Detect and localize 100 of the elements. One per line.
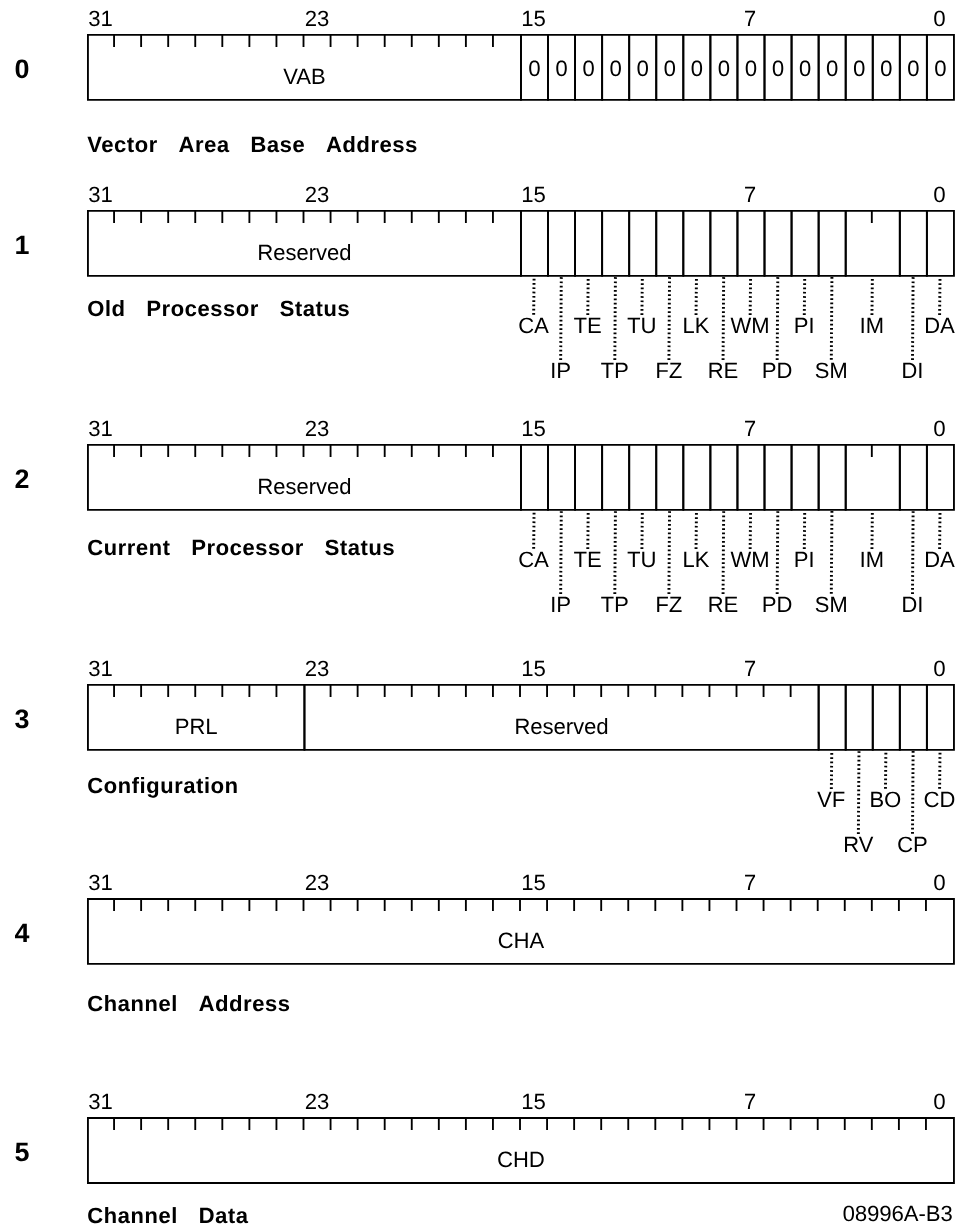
leader-line — [559, 510, 563, 594]
bit-cell — [628, 444, 658, 511]
bit-cell: 0 — [844, 34, 874, 101]
bit-number: 7 — [745, 10, 756, 26]
bit-label: SM — [815, 362, 846, 379]
bit-label: DA — [926, 551, 955, 567]
bit-cell — [763, 444, 793, 511]
bit-number: 0 — [934, 186, 945, 203]
register-title: Configuration — [88, 777, 237, 798]
bit-cell — [547, 444, 576, 511]
register-field: CHD — [87, 1116, 955, 1184]
bit-label: FZ — [657, 596, 682, 612]
register-title: Old Processor Status — [88, 300, 349, 317]
bit-number: 15 — [522, 420, 545, 437]
register-field: CHA — [87, 897, 955, 965]
leader-line — [694, 510, 698, 549]
register-field: Reserved — [87, 209, 522, 277]
leader-line — [829, 750, 834, 789]
bit-cell — [790, 444, 820, 511]
bit-cell — [547, 210, 576, 277]
bit-cell — [520, 444, 549, 511]
bit-label: VF — [817, 791, 845, 807]
leader-line — [640, 276, 644, 315]
leader-line — [938, 750, 942, 789]
register-title: Channel Data — [88, 1207, 249, 1224]
bit-number: 7 — [745, 420, 756, 436]
bit-cell — [601, 444, 631, 511]
bit-cell — [844, 684, 874, 751]
leader-line — [802, 510, 807, 549]
leader-line — [775, 510, 780, 594]
leader-line — [667, 276, 671, 360]
bit-cell: 0 — [709, 34, 739, 101]
bit-label: TP — [601, 362, 628, 378]
bit-cell: 0 — [763, 34, 793, 101]
register-number: 0 — [15, 59, 29, 79]
bit-label: TU — [627, 317, 655, 334]
bit-cell — [925, 444, 955, 511]
leader-line — [586, 510, 590, 549]
bit-cell — [628, 210, 658, 277]
bit-label: PD — [763, 596, 792, 612]
bit-label: PD — [763, 362, 792, 378]
leader-line — [870, 510, 874, 549]
bit-cell — [925, 210, 955, 277]
register-number: 2 — [15, 469, 29, 488]
bit-label: DI — [903, 362, 922, 378]
bit-label: RE — [709, 596, 738, 612]
bit-cell: 0 — [520, 34, 549, 101]
bit-label: LK — [684, 551, 710, 567]
bit-cell — [736, 210, 766, 277]
register-number: 1 — [16, 235, 29, 254]
bit-label: IM — [861, 317, 883, 333]
bit-cell: 0 — [655, 34, 685, 101]
bit-cell — [817, 444, 847, 511]
figure-code: 08996A-B3 — [843, 1205, 952, 1222]
bit-cell: 0 — [790, 34, 820, 101]
bit-cell — [709, 210, 739, 277]
bit-cell — [871, 684, 901, 751]
bit-label: RE — [709, 362, 738, 378]
bit-number: 0 — [934, 660, 945, 677]
register-title: Channel Address — [88, 995, 290, 1012]
leader-line — [721, 510, 726, 594]
bit-cell — [844, 209, 901, 277]
bit-label: TP — [601, 596, 628, 612]
bit-label: FZ — [657, 362, 682, 378]
leader-line — [802, 276, 807, 315]
bit-cell: 0 — [925, 34, 955, 101]
bit-label: TU — [627, 551, 655, 568]
bit-label: SM — [815, 596, 846, 613]
register-title: Current Processor Status — [88, 539, 394, 556]
register-field: PRL — [87, 683, 306, 751]
bit-cell — [709, 444, 739, 511]
bit-cell: 0 — [898, 34, 928, 101]
bit-label: IM — [861, 551, 883, 567]
leader-line — [613, 276, 617, 360]
bit-number: 0 — [934, 420, 945, 437]
bit-label: IP — [552, 596, 570, 612]
leader-line — [667, 510, 671, 594]
bit-label: DA — [926, 317, 955, 333]
bit-cell — [574, 210, 604, 277]
bit-label: CD — [924, 791, 955, 808]
bit-number: 15 — [522, 10, 545, 27]
bit-cell — [898, 444, 928, 511]
leader-line — [748, 510, 753, 549]
bit-cell — [520, 210, 549, 277]
bit-cell — [898, 684, 928, 751]
leader-line — [640, 510, 644, 549]
bit-cell — [925, 684, 955, 751]
bit-label: CP — [898, 836, 927, 853]
leader-line — [938, 276, 942, 315]
bit-cell — [817, 684, 847, 751]
bit-label: TE — [574, 551, 601, 567]
leader-line — [829, 276, 834, 360]
leader-line — [870, 276, 874, 315]
register-field: Reserved — [303, 683, 820, 751]
bit-cell: 0 — [817, 34, 847, 101]
leader-line — [721, 276, 726, 360]
leader-line — [586, 276, 590, 315]
leader-line — [532, 276, 536, 315]
register-field: VAB — [87, 33, 522, 101]
bit-label: PI — [795, 317, 813, 333]
